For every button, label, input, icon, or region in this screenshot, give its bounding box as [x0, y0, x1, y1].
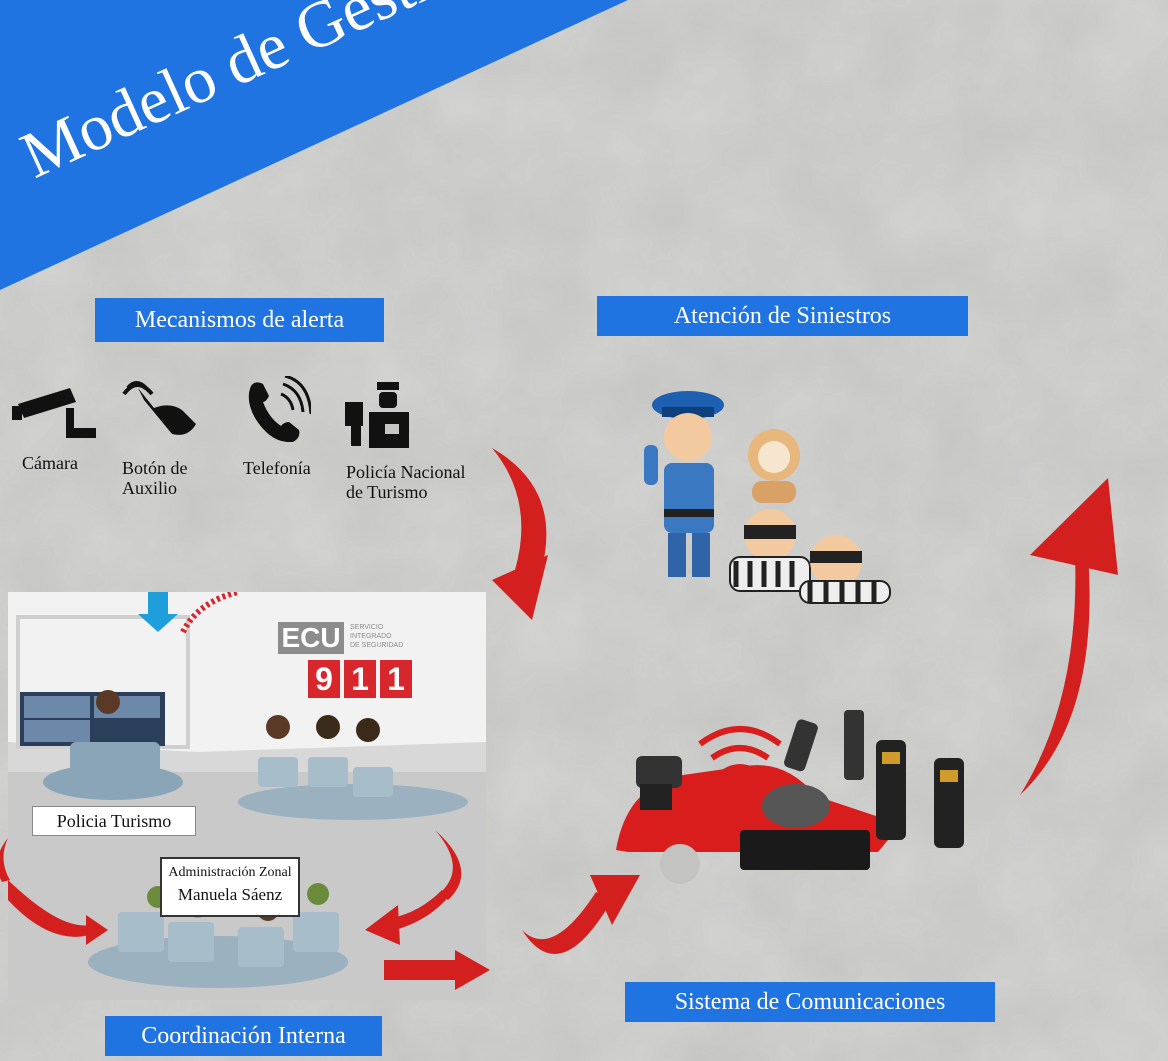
ecu-tagline-2: INTEGRADO — [350, 633, 392, 640]
zonal-admin-label-1: Administración Zonal — [168, 865, 292, 880]
panic-button-hand-icon — [122, 381, 196, 435]
section-label-internal: Coordinación Interna — [105, 1016, 382, 1056]
arrow-alert-to-center — [492, 448, 547, 575]
arrow-right-in — [392, 890, 450, 930]
ecu911-logo: ECU SERVICIO INTEGRADO DE SEGURIDAD 9 1 … — [278, 622, 458, 712]
arrow-left-in-head — [86, 915, 108, 945]
ecu-tagline-3: DE SEGURIDAD — [350, 642, 404, 649]
arrow-alert-to-center-head — [492, 555, 548, 620]
arrow-right-in-head — [365, 905, 400, 945]
camera-label: Cámara — [22, 453, 78, 473]
arrow-comms-to-incident-head — [1030, 478, 1118, 575]
panic-button-label-1: Botón de — [122, 458, 188, 478]
ecu-tagline-1: SERVICIO — [350, 624, 384, 631]
police-catching-thieves-illustration — [644, 391, 891, 604]
section-label-comms: Sistema de Comunicaciones — [625, 982, 995, 1022]
arrow-right-down — [435, 830, 462, 900]
section-label-alert: Mecanismos de alerta — [95, 298, 384, 342]
arrow-coordination-out — [384, 950, 490, 990]
tourism-police-officer-icon — [345, 382, 409, 448]
ecu-logo-text: ECU — [278, 622, 344, 654]
tourism-police-label-1: Policía Nacional — [346, 462, 466, 482]
arrow-center-to-comms-head — [590, 875, 640, 925]
ecu911-coordination-panel: ECU SERVICIO INTEGRADO DE SEGURIDAD 9 1 … — [8, 592, 486, 1000]
panic-button-label-2: Auxilio — [122, 478, 178, 498]
telephone-icon — [248, 376, 311, 442]
zonal-admin-sign: Administración Zonal Manuela Sáenz — [160, 857, 300, 917]
zonal-admin-label-2: Manuela Sáenz — [177, 885, 283, 904]
arrow-comms-to-incident — [1020, 555, 1090, 795]
digit-1b: 1 — [380, 660, 412, 698]
telephony-label: Telefonía — [243, 458, 311, 478]
police-tourism-label: Policia Turismo — [32, 806, 196, 836]
tourism-police-label-2: de Turismo — [346, 482, 428, 502]
radio-communication-devices-illustration — [616, 710, 964, 884]
digit-9: 9 — [308, 660, 340, 698]
arrow-left-in — [8, 880, 90, 937]
arrow-center-to-comms — [522, 892, 612, 954]
title-banner — [0, 0, 628, 290]
cctv-camera-icon — [12, 388, 96, 438]
section-label-incident: Atención de Siniestros — [597, 296, 968, 336]
digit-1a: 1 — [344, 660, 376, 698]
